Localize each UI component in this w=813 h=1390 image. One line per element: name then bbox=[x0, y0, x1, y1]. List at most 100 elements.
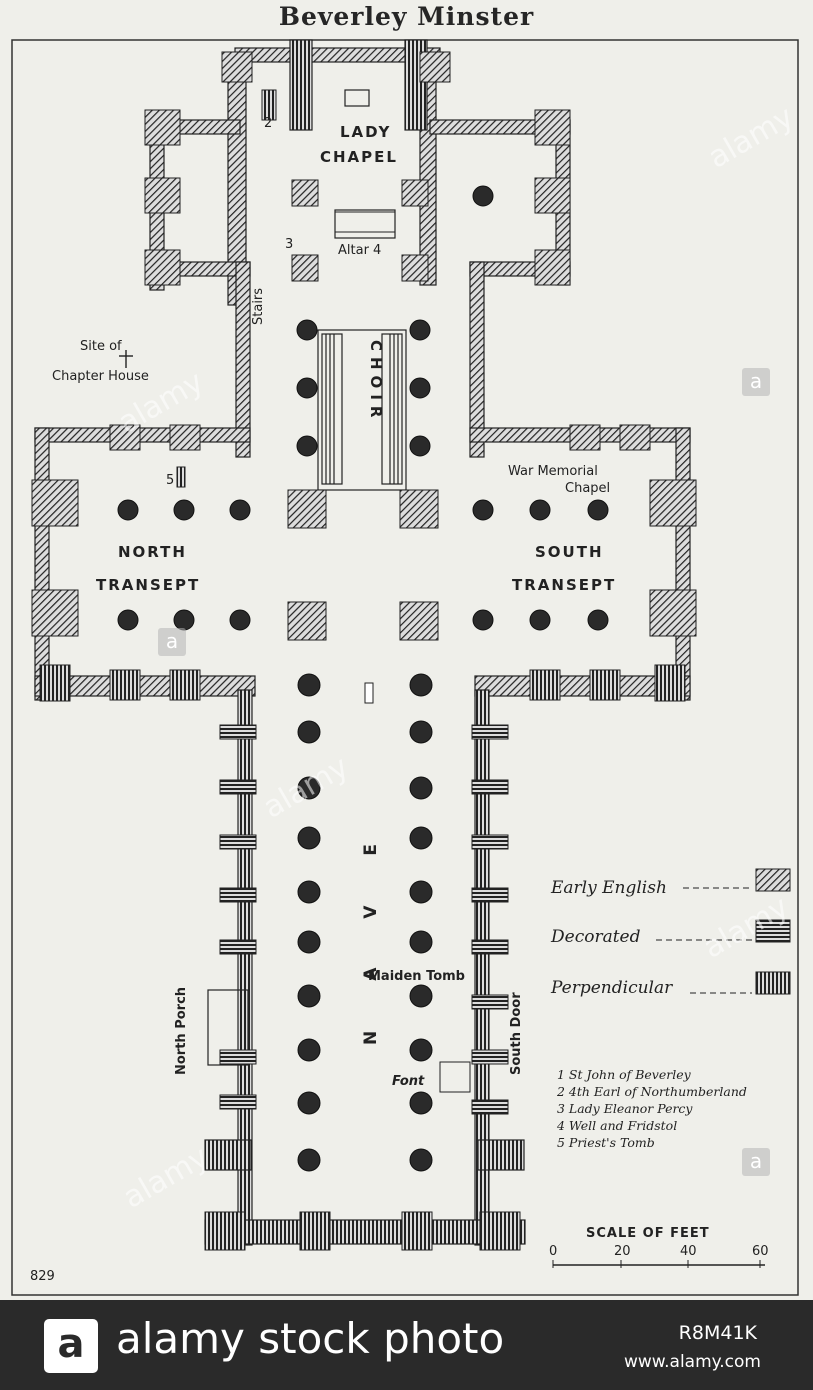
pillar bbox=[296, 319, 318, 341]
crossing-piers bbox=[287, 179, 439, 641]
pillar bbox=[297, 1038, 321, 1062]
footer-site[interactable]: www.alamy.com bbox=[623, 1352, 761, 1372]
legend-decorated: Decorated bbox=[550, 927, 641, 947]
watermark-logo-icon: a bbox=[742, 1148, 770, 1176]
pillar bbox=[587, 499, 609, 521]
label-maiden-tomb: Maiden Tomb bbox=[368, 969, 465, 984]
pillar bbox=[297, 673, 321, 697]
key-item-3: 3 Lady Eleanor Percy bbox=[557, 1101, 693, 1116]
pillar bbox=[229, 609, 251, 631]
scale-bar: SCALE OF FEET 0 20 40 60 bbox=[549, 1226, 769, 1268]
pillar bbox=[297, 1091, 321, 1115]
pillar bbox=[409, 720, 433, 744]
pillar bbox=[409, 930, 433, 954]
pillar bbox=[297, 826, 321, 850]
legend: Early English Decorated Perpendicular bbox=[550, 868, 791, 998]
pillar bbox=[173, 609, 195, 631]
pillar bbox=[587, 609, 609, 631]
footer-bar: a alamy stock photo R8M41K www.alamy.com bbox=[0, 1300, 813, 1390]
tomb-2 bbox=[261, 89, 277, 121]
pillar bbox=[409, 880, 433, 904]
label-choir: CHOIR bbox=[367, 340, 385, 423]
pillar bbox=[117, 499, 139, 521]
legend-swatch-early-english bbox=[755, 868, 791, 892]
pillar bbox=[297, 1148, 321, 1172]
monument-key: 1 St John of Beverley 2 4th Earl of Nort… bbox=[556, 1067, 747, 1150]
pillar bbox=[296, 377, 318, 399]
label-north: NORTH bbox=[118, 543, 187, 561]
label-font: Font bbox=[392, 1074, 425, 1089]
pillar bbox=[409, 319, 431, 341]
pillar bbox=[297, 880, 321, 904]
label-nave: NAVE bbox=[361, 794, 381, 1045]
label-south-door: South Door bbox=[509, 992, 524, 1075]
watermark-logo-icon: a bbox=[158, 628, 186, 656]
pillar bbox=[297, 930, 321, 954]
pillar bbox=[409, 673, 433, 697]
scale-title: SCALE OF FEET bbox=[586, 1226, 710, 1241]
label-north-transept: TRANSEPT bbox=[96, 576, 200, 594]
pillars bbox=[117, 185, 609, 1172]
label-south-transept: TRANSEPT bbox=[512, 576, 616, 594]
label-num-3: 3 bbox=[285, 237, 293, 252]
pillar bbox=[229, 499, 251, 521]
pillar bbox=[117, 609, 139, 631]
label-num-2: 2 bbox=[264, 116, 272, 131]
footer-brand: alamy stock photo bbox=[116, 1314, 505, 1363]
pillar bbox=[297, 984, 321, 1008]
pillar bbox=[409, 1038, 433, 1062]
label-chapter-house: Chapter House bbox=[52, 369, 149, 384]
legend-swatch-decorated bbox=[755, 919, 791, 943]
alamy-logo-icon: a bbox=[44, 1319, 98, 1373]
key-item-2: 2 4th Earl of Northumberland bbox=[556, 1084, 747, 1099]
pillar bbox=[409, 776, 433, 800]
pillar bbox=[409, 435, 431, 457]
tomb-5 bbox=[176, 466, 186, 488]
label-stairs: Stairs bbox=[251, 288, 266, 325]
scale-tick-20: 20 bbox=[614, 1244, 631, 1259]
key-item-5: 5 Priest's Tomb bbox=[557, 1135, 655, 1150]
pillar bbox=[409, 1148, 433, 1172]
plate-number: 829 bbox=[30, 1269, 55, 1284]
corner-buttresses bbox=[31, 51, 697, 1251]
label-site-of: Site of bbox=[80, 339, 122, 354]
watermark-logo-icon: a bbox=[742, 368, 770, 396]
walls bbox=[34, 39, 691, 1246]
pillar bbox=[173, 499, 195, 521]
chapter-house-cross-icon bbox=[119, 350, 133, 368]
pillar bbox=[409, 377, 431, 399]
monuments bbox=[176, 89, 471, 1093]
label-num-5: 5 bbox=[166, 473, 174, 488]
scale-tick-60: 60 bbox=[752, 1244, 769, 1259]
nave-marker bbox=[364, 682, 374, 704]
pillar bbox=[529, 499, 551, 521]
pillar bbox=[409, 826, 433, 850]
label-war-memorial-chapel: Chapel bbox=[565, 481, 610, 496]
pillar bbox=[409, 1091, 433, 1115]
legend-early-english: Early English bbox=[550, 878, 667, 898]
pillar bbox=[472, 609, 494, 631]
pillar bbox=[529, 609, 551, 631]
label-war-memorial: War Memorial bbox=[508, 464, 598, 479]
nave-buttresses bbox=[219, 724, 509, 1115]
font-base bbox=[439, 1061, 471, 1093]
scale-tick-40: 40 bbox=[680, 1244, 697, 1259]
page-title: Beverley Minster bbox=[278, 2, 535, 31]
pillar bbox=[472, 499, 494, 521]
label-north-porch: North Porch bbox=[174, 987, 189, 1075]
scale-tick-0: 0 bbox=[549, 1244, 557, 1259]
label-lady: LADY bbox=[340, 123, 391, 141]
legend-swatch-perpendicular bbox=[755, 971, 791, 995]
label-south: SOUTH bbox=[535, 543, 604, 561]
pillar bbox=[472, 185, 494, 207]
key-item-4: 4 Well and Fridstol bbox=[556, 1118, 677, 1133]
pillar bbox=[297, 776, 321, 800]
legend-perpendicular: Perpendicular bbox=[550, 978, 673, 998]
pillar bbox=[409, 984, 433, 1008]
footer-image-id: R8M41K bbox=[678, 1322, 757, 1344]
altar-table bbox=[334, 211, 396, 233]
floor-plan: LADY CHAPEL Altar 4 CHOIR Stairs Site of… bbox=[11, 39, 799, 1296]
key-item-1: 1 St John of Beverley bbox=[557, 1067, 692, 1082]
pillar bbox=[296, 435, 318, 457]
label-chapel: CHAPEL bbox=[320, 148, 398, 166]
